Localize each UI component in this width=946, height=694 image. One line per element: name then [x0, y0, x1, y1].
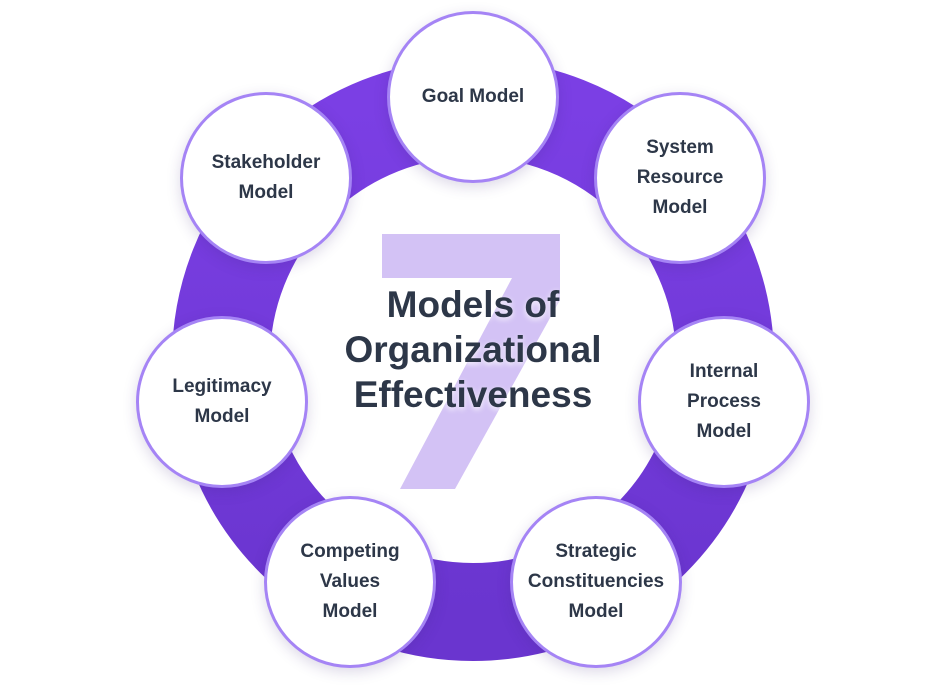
model-label: Legitimacy Model [172, 376, 272, 427]
diagram-title: Models of Organizational Effectiveness [344, 284, 602, 415]
model-label: Strategic Constituencies Model [527, 541, 665, 622]
model-node-strategic-constituencies: Strategic Constituencies Model [510, 496, 682, 668]
model-node-goal: Goal Model [387, 11, 559, 183]
model-node-system-resource: System Resource Model [594, 92, 766, 264]
model-label: Competing Values Model [300, 541, 400, 622]
model-node-legitimacy: Legitimacy Model [136, 316, 308, 488]
model-label: Stakeholder Model [211, 152, 321, 203]
model-node-stakeholder: Stakeholder Model [180, 92, 352, 264]
model-label: System Resource Model [636, 137, 724, 218]
model-label: Goal Model [421, 86, 525, 107]
model-label: Internal Process Model [687, 361, 761, 442]
model-node-competing-values: Competing Values Model [264, 496, 436, 668]
model-node-internal-process: Internal Process Model [638, 316, 810, 488]
numeral-seven [382, 234, 560, 489]
